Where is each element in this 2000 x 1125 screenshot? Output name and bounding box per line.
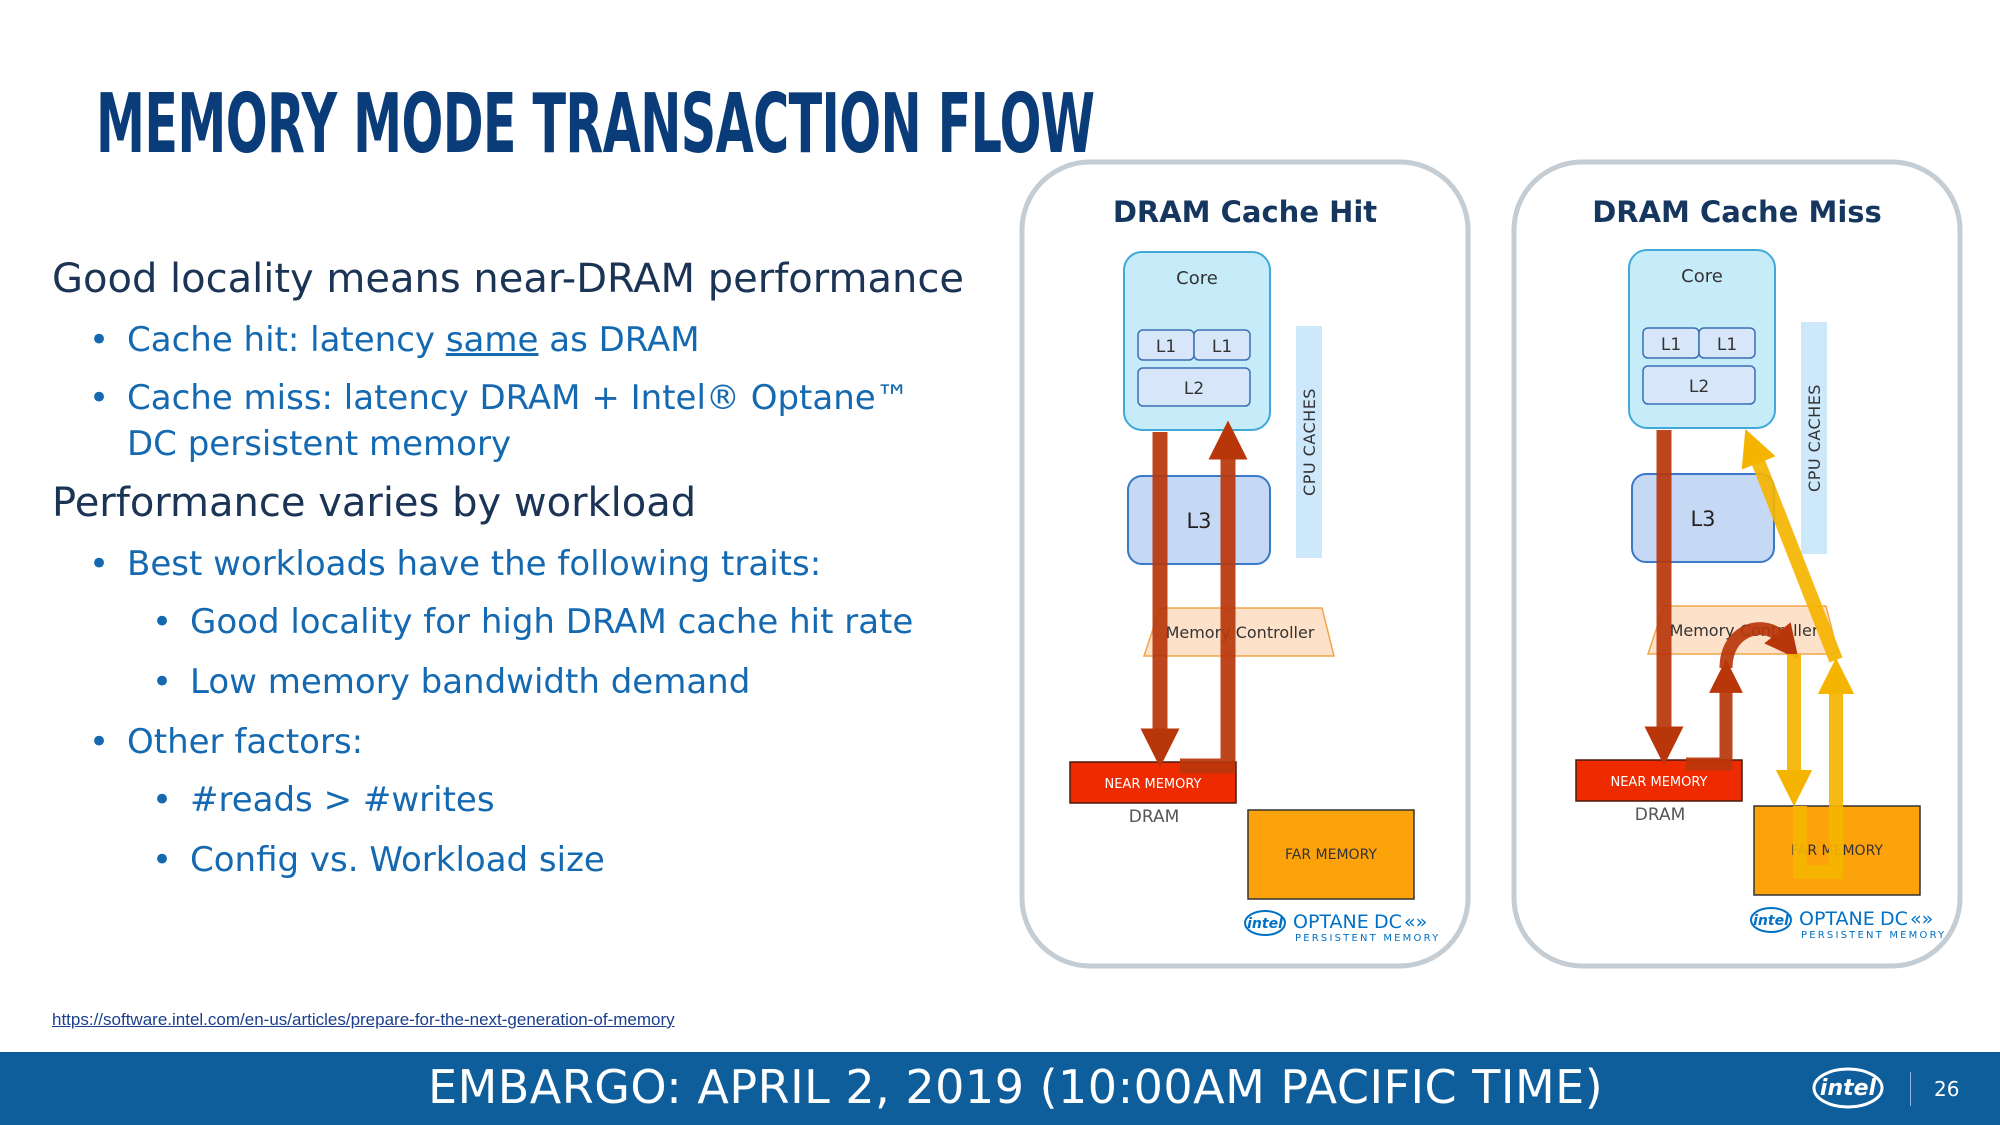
l3-label: L3 [1186,509,1211,533]
optane-chevrons-icon: «» [1404,911,1427,933]
l2-box [1642,365,1756,405]
l1-label: L1 [1156,337,1176,357]
core-label: Core [1681,266,1723,287]
hit-arrows [1140,420,1248,774]
dc-text: DC [1374,911,1402,933]
dram-label: DRAM [1129,807,1180,827]
bullet-list: Good locality means near-DRAM performanc… [52,255,1012,897]
reference-link[interactable]: https://software.intel.com/en-us/article… [52,1010,675,1029]
near-memory-label: NEAR MEMORY [1610,775,1707,790]
footer-separator [1910,1072,1911,1106]
panel-cache-miss: DRAM Cache Miss Core L1 L1 L2 CPU CACHES… [1511,159,1963,969]
core-label: Core [1176,268,1218,289]
embargo-text: EMBARGO: APRIL 2, 2019 (10:00AM PACIFIC … [428,1060,1604,1114]
memory-controller-label: Memory Controller [1166,623,1315,642]
intel-logo-icon: intel [1812,1067,1884,1109]
optane-logo: intel OPTANE DC «» PERSISTENT MEMORY [1244,910,1440,944]
hit-title: DRAM Cache Hit [1113,195,1377,229]
l1-label: L1 [1717,335,1737,355]
bullet-best-workloads: Best workloads have the following traits… [89,541,1012,587]
l2-label: L2 [1184,379,1204,399]
far-memory-label: FAR MEMORY [1285,847,1377,863]
cpu-caches-label: CPU CACHES [1805,384,1824,492]
miss-arrow-mc-curve [1719,622,1799,669]
persistent-memory-text: PERSISTENT MEMORY [1295,933,1440,944]
near-memory-label: NEAR MEMORY [1104,777,1201,792]
intel-logo-text: intel [1247,916,1283,932]
memory-controller-box [1142,607,1335,657]
l2-label: L2 [1689,377,1709,397]
hit-arrow-up [1180,420,1248,774]
miss-title: DRAM Cache Miss [1592,195,1882,229]
miss-arrow-mc-to-core [1741,429,1843,663]
bullet-cache-hit-post: as DRAM [538,320,700,360]
optane-logo: intel OPTANE DC «» PERSISTENT MEMORY [1750,907,1946,941]
bullet-good-locality: Good locality means near-DRAM performanc… [52,256,964,302]
bullet-config-workload: Config vs. Workload size [152,837,1012,883]
l1-label: L1 [1212,337,1232,357]
persistent-memory-text: PERSISTENT MEMORY [1801,930,1946,941]
bullet-other-factors: Other factors: [89,719,1012,765]
bullet-cache-hit-same: same [445,320,539,360]
optane-text: OPTANE [1293,911,1369,933]
dram-label: DRAM [1635,805,1686,825]
cpu-caches-label: CPU CACHES [1300,388,1319,496]
bullet-good-locality-hit-rate: Good locality for high DRAM cache hit ra… [152,599,1012,645]
cpu-caches-bar [1801,322,1827,554]
intel-logo-text: intel [1753,913,1789,929]
cpu-caches-bar [1296,326,1322,558]
l2-box [1137,367,1251,407]
bullet-cache-hit: Cache hit: latency same as DRAM [89,317,1012,363]
miss-arrow-far-to-mc [1793,657,1855,879]
bullet-cache-hit-pre: Cache hit: latency [127,320,446,360]
page-number: 26 [1934,1077,1960,1101]
bullet-low-bandwidth: Low memory bandwidth demand [152,659,1012,705]
optane-chevrons-icon: «» [1910,908,1933,930]
l1-box [1193,329,1251,361]
far-memory-box [1247,809,1415,900]
dc-text: DC [1880,908,1908,930]
miss-arrows [1644,429,1855,879]
footer-bar [0,1052,2000,1125]
optane-text: OPTANE [1799,908,1875,930]
l1-label: L1 [1661,335,1681,355]
l3-label: L3 [1690,507,1715,531]
l1-box [1698,327,1756,359]
bullet-performance-varies: Performance varies by workload [52,480,697,526]
intel-logo-label: intel [1820,1076,1877,1101]
miss-arrow-near-to-mc [1686,659,1743,771]
bullet-reads-writes: #reads > #writes [152,777,1012,823]
bullet-cache-miss: Cache miss: latency DRAM + Intel® Optane… [89,375,927,467]
slide-title: MEMORY MODE TRANSACTION FLOW [96,77,1095,172]
panel-cache-hit: DRAM Cache Hit Core L1 L1 L2 CPU CACHES … [1019,159,1471,969]
